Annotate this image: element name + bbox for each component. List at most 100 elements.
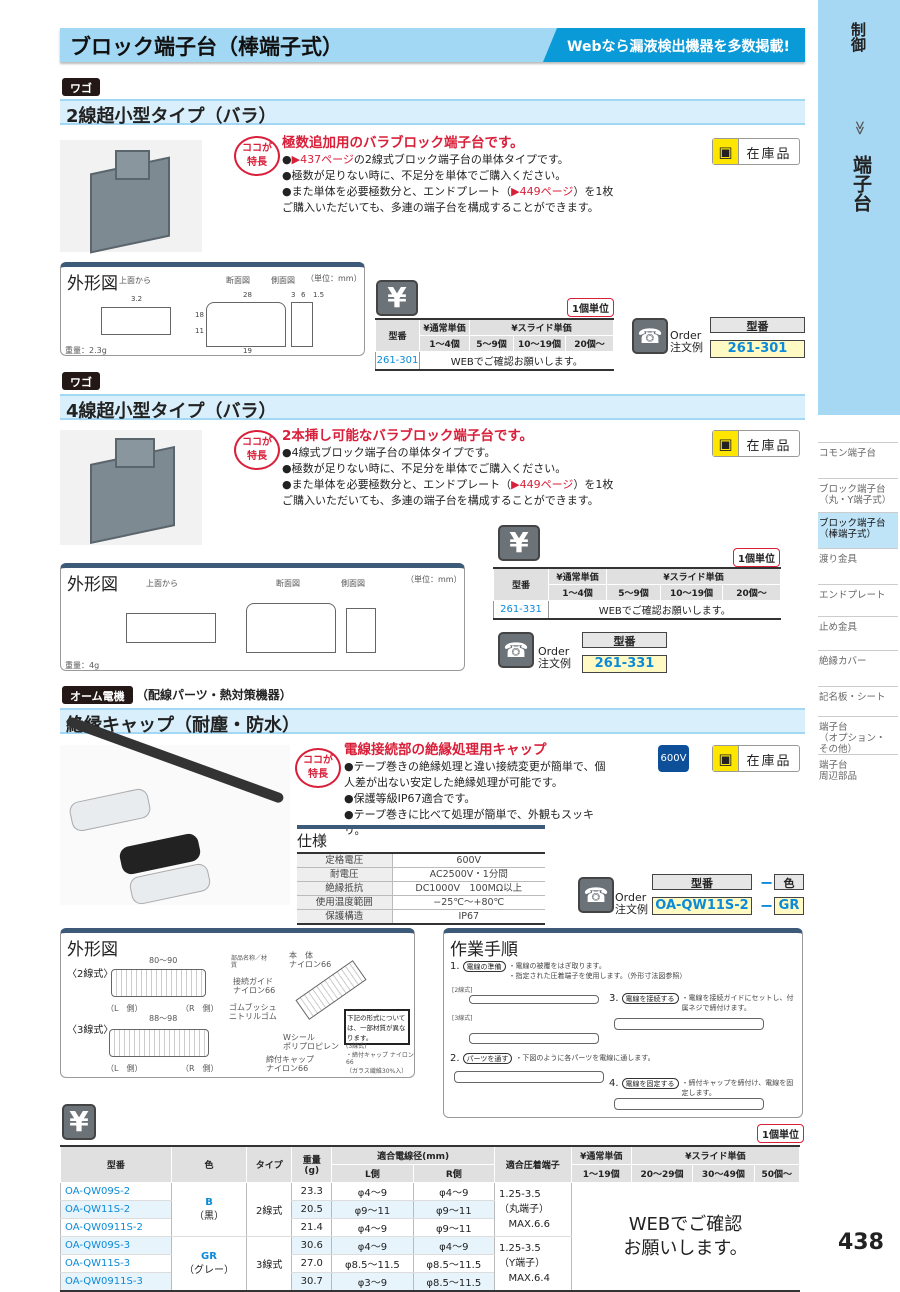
spec-heading: 仕様 xyxy=(297,832,328,850)
feature-list: 2本挿し可能なバラブロック端子台です。 ●4線式ブロック端子台の単体タイプです。… xyxy=(282,428,622,509)
procedure-step: 3.電線を接続する・電線を接続ガイドにセットし、付属ネジで締付けます。 xyxy=(609,993,794,1012)
model-number[interactable]: OA-QW0911S-3 xyxy=(60,1272,172,1292)
procedure-step: 4.電線を固定する・締付キャップを締付け、電線を固定します。 xyxy=(609,1078,794,1097)
page-link[interactable]: ▶437ページ xyxy=(291,153,354,166)
dimension-label: 28 xyxy=(243,291,252,299)
procedure-step: 1.電線の準備・電線の被覆をはぎ取ります。 ・指定された圧着端子を使用します。（… xyxy=(450,961,687,980)
sidebar-nav-item[interactable]: コモン端子台 xyxy=(818,442,898,478)
product-image-4wire xyxy=(60,430,202,545)
sidebar-nav-item[interactable]: 絶縁カバー xyxy=(818,650,898,686)
phone-icon: ☎ xyxy=(498,632,534,668)
outline-drawing: 外形図 上面から 断面図 側面図 （単位：mm） 3.2 28 3 6 1.5 … xyxy=(60,262,365,356)
outline-drawing: 外形図 〈2線式〉 80～90 （L 側） （R 側） 〈3線式〉 88～98 … xyxy=(60,928,415,1078)
web-banner[interactable]: Webなら漏液検出機器を多数掲載! xyxy=(543,28,805,62)
sidebar-nav-item[interactable]: 端子台 （オプション・ その他） xyxy=(818,716,898,755)
dimension-label: 6 xyxy=(301,291,306,299)
procedure-heading: 作業手順 xyxy=(450,940,518,960)
model-number[interactable]: OA-QW0911S-2 xyxy=(60,1218,172,1237)
product-image-2wire xyxy=(60,140,202,254)
feature-headline: 極数追加用のバラブロック端子台です。 xyxy=(282,135,524,151)
unit-badge: 1個単位 xyxy=(757,1124,804,1143)
unit-badge: 1個単位 xyxy=(567,298,614,317)
feature-badge: ココが特長 xyxy=(234,430,280,470)
model-number[interactable]: 261-301 xyxy=(375,351,420,370)
spec-row: 使用温度範囲−25℃～+80℃ xyxy=(297,895,545,910)
yen-icon: ¥ xyxy=(376,280,418,316)
dimension-label: 11 xyxy=(195,327,204,335)
section-title: 絶縁キャップ（耐塵・防水） xyxy=(60,708,805,736)
category-label: 制御 xyxy=(849,22,867,52)
sidebar-nav-item[interactable]: エンドプレート xyxy=(818,584,898,616)
category-sidebar: 制御 ≫ 端子台 xyxy=(818,0,900,415)
feature-badge: ココが特長 xyxy=(295,748,341,788)
sidebar-nav-item[interactable]: ブロック端子台 （丸・Y端子式） xyxy=(818,478,898,512)
product-image-cap xyxy=(60,715,290,907)
model-number[interactable]: OA-QW09S-2 xyxy=(60,1182,172,1201)
page-title: ブロック端子台（棒端子式） xyxy=(70,35,343,59)
yen-icon: ¥ xyxy=(498,525,540,561)
sidebar-nav-item[interactable]: 記名板・シート xyxy=(818,686,898,716)
sidebar-nav-item[interactable]: 止め金具 xyxy=(818,616,898,650)
order-header: 型番 xyxy=(652,874,752,890)
unit-badge: 1個単位 xyxy=(733,548,780,567)
box-icon: ▣ xyxy=(713,431,739,456)
voltage-badge: 600V xyxy=(658,745,689,772)
dimension-label: 19 xyxy=(243,347,252,355)
order-example-value: OA-QW11S-2 xyxy=(652,897,752,915)
order-header: 型番 xyxy=(582,632,667,648)
part-labels: 本 体ナイロン66 xyxy=(289,951,332,969)
feature-list: 電線接続部の絶縁処理用キャップ ●テープ巻きの絶縁処理と違い接続変更が簡単で、個… xyxy=(344,742,614,839)
work-procedure: 作業手順 1.電線の準備・電線の被覆をはぎ取ります。 ・指定された圧着端子を使用… xyxy=(443,928,803,1118)
section-title: 2線超小型タイプ（バラ） xyxy=(60,99,805,127)
stock-badge: ▣在庫品 xyxy=(712,430,800,457)
feature-list: 極数追加用のバラブロック端子台です。 ●▶437ページの2線式ブロック端子台の単… xyxy=(282,135,622,216)
model-number[interactable]: 261-331 xyxy=(493,600,549,619)
order-example-value: 261-301 xyxy=(710,340,805,358)
dimension-label: 1.5 xyxy=(313,291,325,299)
brand-badge: ワゴ xyxy=(62,372,100,390)
sidebar-nav-item[interactable]: ブロック端子台 （棒端子式） xyxy=(818,512,898,548)
model-number[interactable]: OA-QW11S-3 xyxy=(60,1254,172,1273)
sidebar-nav-item[interactable]: 渡り金具 xyxy=(818,548,898,584)
order-example-value: 261-331 xyxy=(582,655,667,673)
stock-badge: ▣在庫品 xyxy=(712,745,800,772)
outline-heading: 外形図 xyxy=(67,274,118,294)
brand-subtitle: （配線パーツ・熱対策機器） xyxy=(136,688,292,702)
chevron-down-icon: ≫ xyxy=(851,120,868,136)
box-icon: ▣ xyxy=(713,139,739,164)
box-icon: ▣ xyxy=(713,746,739,771)
price-note: WEBでご確認 お願いします。 xyxy=(570,1182,800,1292)
feature-headline: 2本挿し可能なバラブロック端子台です。 xyxy=(282,428,534,444)
yen-icon: ¥ xyxy=(62,1104,96,1140)
outline-drawing: 外形図 上面から 断面図 側面図 （単位：mm） 重量：4g xyxy=(60,563,465,671)
product-table: 型番色タイプ重量 (g)適合電線径(mm)適合圧着端子¥通常単価¥スライド単価 … xyxy=(60,1145,801,1292)
model-number[interactable]: OA-QW11S-2 xyxy=(60,1200,172,1219)
model-number[interactable]: OA-QW09S-3 xyxy=(60,1236,172,1255)
procedure-step: 2.パーツを通す・下図のように各パーツを電線に通します。 xyxy=(450,1053,655,1064)
phone-icon: ☎ xyxy=(578,877,614,913)
feature-headline: 電線接続部の絶縁処理用キャップ xyxy=(344,742,547,758)
order-header: 型番 xyxy=(710,317,805,333)
dimension-label: 3 xyxy=(291,291,296,299)
phone-icon: ☎ xyxy=(632,318,668,354)
stock-badge: ▣在庫品 xyxy=(712,138,800,165)
brand-badge: ワゴ xyxy=(62,78,100,96)
section-title: 4線超小型タイプ（バラ） xyxy=(60,394,805,422)
subcategory-label: 端子台 xyxy=(850,155,872,212)
sidebar-nav-item[interactable]: 端子台 周辺部品 xyxy=(818,754,898,792)
order-header-color: 色 xyxy=(774,874,804,890)
feature-badge: ココが特長 xyxy=(234,136,280,176)
page-link[interactable]: ▶449ページ xyxy=(511,478,574,491)
page-link[interactable]: ▶449ページ xyxy=(511,185,574,198)
page-number: 438 xyxy=(838,1230,884,1255)
